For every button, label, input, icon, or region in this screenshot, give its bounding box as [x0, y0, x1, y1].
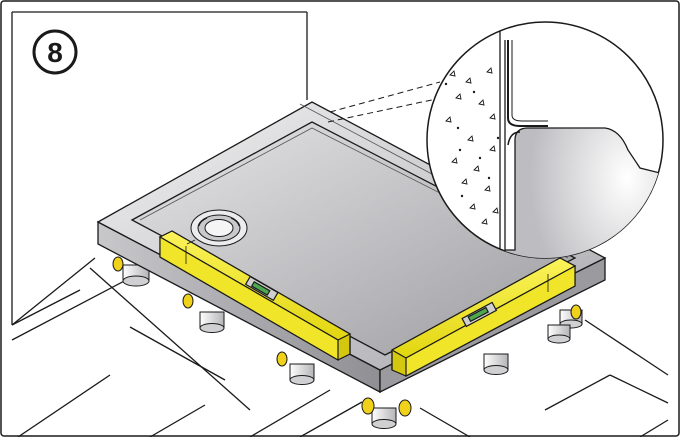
wall-dots	[444, 82, 500, 198]
adjustable-foot-back-left	[112, 256, 150, 287]
wall-texture	[445, 67, 499, 225]
detail-zoom-circle	[426, 21, 664, 259]
adjustable-foot-back-right	[559, 304, 583, 329]
step-number: 8	[47, 37, 63, 68]
adjustable-foot-front-3	[361, 397, 412, 429]
room-lines	[11, 11, 669, 437]
step-number-badge: 8	[32, 29, 78, 75]
adjustable-foot-front-4	[483, 353, 509, 375]
zoom-leader-lines	[327, 81, 489, 123]
spirit-level-left	[158, 230, 352, 362]
adjustable-foot-right-2	[547, 324, 571, 344]
spirit-level-right	[390, 257, 577, 377]
adjustable-foot-front-1	[182, 293, 225, 333]
adjustable-foot-front-2	[276, 351, 315, 385]
drain-icon	[190, 209, 248, 247]
